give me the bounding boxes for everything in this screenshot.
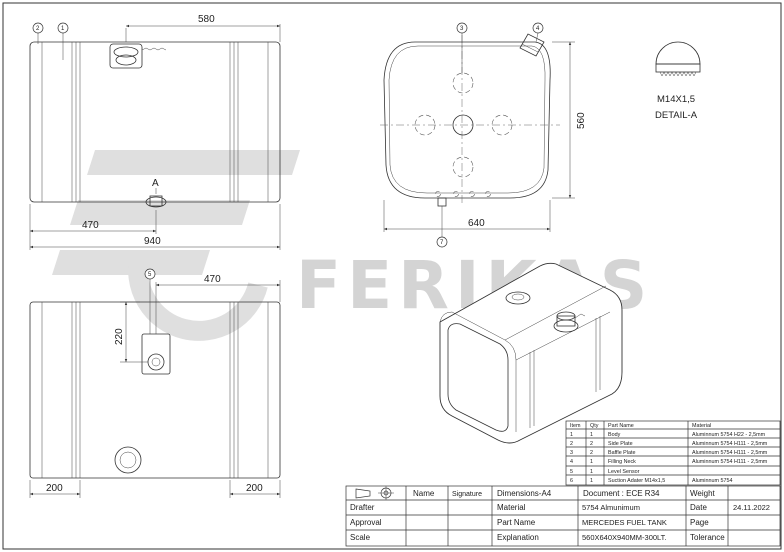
dim-940: 940: [30, 204, 281, 250]
side-filling-neck: [519, 33, 545, 57]
projection-symbol: [355, 486, 394, 500]
tb-approval-label: Approval: [350, 518, 382, 527]
tb-material-label: Material: [497, 503, 526, 512]
svg-text:220: 220: [114, 328, 125, 345]
dim-470-front: 470: [29, 204, 157, 250]
balloon-2: 2: [32, 22, 44, 44]
balloon-1: 1: [57, 22, 69, 60]
bottom-view: 5 470 220 200 200: [29, 268, 281, 498]
svg-text:7: 7: [440, 240, 444, 246]
parts-table-cell: Body: [608, 432, 621, 438]
balloon-5: 5: [144, 268, 156, 334]
svg-text:5: 5: [148, 272, 152, 278]
dim-560: 560: [552, 41, 587, 199]
bottom-filling-neck: [114, 446, 142, 474]
parts-table-cell: 1: [590, 469, 593, 475]
side-view: 3 4 7 560 640: [380, 22, 587, 248]
parts-table-cell: 1: [590, 432, 593, 438]
detail-a: M14X1,5 DETAIL-A: [655, 41, 701, 121]
tb-dimensions-label: Dimensions-A4: [497, 489, 552, 498]
tb-col-signature: Signature: [452, 491, 482, 498]
svg-text:200: 200: [246, 483, 263, 494]
dim-200-left: 200: [29, 480, 81, 498]
tb-part-name-value: MERCEDES FUEL TANK: [582, 518, 667, 527]
parts-table-cell: Aluminnum 5754 H111 - 2,5mm: [692, 450, 768, 456]
parts-table-cell: 2: [590, 441, 593, 447]
detail-thread: M14X1,5: [657, 94, 695, 105]
parts-table-cell: 2: [590, 450, 593, 456]
svg-text:640: 640: [468, 218, 485, 229]
parts-table-cell: 1: [590, 459, 593, 465]
parts-table-cell: Filling Neck: [608, 459, 636, 465]
svg-text:580: 580: [198, 14, 215, 25]
tb-explanation-label: Explanation: [497, 533, 539, 542]
balloon-3: 3: [456, 22, 468, 73]
tb-explanation-value: 560X640X940MM-300LT.: [582, 533, 667, 542]
parts-table-cell: Baffle Plate: [608, 450, 635, 456]
tb-tolerance-label: Tolerance: [690, 533, 725, 542]
parts-table-cell: Level Sensor: [608, 469, 640, 475]
detail-label: DETAIL-A: [655, 110, 698, 121]
parts-table-cell: 3: [570, 450, 573, 456]
parts-table-cell: Suction Adater M14x1,5: [608, 478, 665, 484]
dim-470-bottom: 470: [155, 274, 281, 334]
dim-220: 220: [114, 301, 148, 363]
parts-table-cell: Aluminnum 5754 H22 - 2,5mm: [692, 432, 766, 438]
svg-text:2: 2: [36, 26, 40, 32]
parts-table-cell: Aluminnum 5754: [692, 478, 732, 484]
iso-filling-neck: [553, 311, 586, 333]
svg-text:4: 4: [536, 26, 540, 32]
tb-date-value: 24.11.2022: [733, 503, 770, 512]
dim-640: 640: [383, 200, 551, 232]
tb-material-value: 5754 Almunimum: [582, 503, 640, 512]
svg-text:470: 470: [82, 220, 99, 231]
front-filling-neck: [109, 43, 167, 69]
iso-sensor-fitting: [505, 291, 531, 305]
balloon-4: 4: [532, 22, 544, 43]
tb-scale-label: Scale: [350, 533, 371, 542]
tb-part-name-label: Part Name: [497, 518, 536, 527]
parts-table-cell: Side Plate: [608, 441, 633, 447]
tb-col-name: Name: [413, 489, 435, 498]
watermark-logo: [52, 150, 300, 341]
parts-table-header: Item: [570, 423, 581, 429]
parts-table-header: Qty: [590, 423, 599, 429]
svg-text:1: 1: [61, 26, 65, 32]
tb-date-label: Date: [690, 503, 707, 512]
front-suction-adapter: [145, 195, 167, 208]
parts-table-header: Material: [692, 423, 711, 429]
parts-table-cell: 2: [570, 441, 573, 447]
detail-ref-letter: A: [152, 178, 159, 189]
svg-text:3: 3: [460, 26, 464, 32]
balloon-7: 7: [436, 206, 448, 248]
parts-table-cell: Aluminnum 5754 H111 - 2,5mm: [692, 459, 768, 465]
svg-text:560: 560: [576, 112, 587, 129]
parts-table-cell: Aluminnum 5754 H111 - 2,5mm: [692, 441, 768, 447]
dim-200-right: 200: [229, 480, 281, 498]
parts-table-cell: 1: [590, 478, 593, 484]
bottom-level-sensor: [141, 333, 171, 375]
parts-table-cell: 5: [570, 469, 573, 475]
parts-table-cell: 6: [570, 478, 573, 484]
tb-drafter-label: Drafter: [350, 503, 375, 512]
parts-table-cell: 4: [570, 459, 573, 465]
front-view: A 2 1 580 470 94: [29, 14, 281, 250]
tb-weight-label: Weight: [690, 489, 716, 498]
parts-table-cell: 1: [570, 432, 573, 438]
svg-text:940: 940: [144, 236, 161, 247]
tb-page-label: Page: [690, 518, 709, 527]
dim-580: 580: [125, 14, 281, 42]
title-block: Name Signature Dimensions-A4 Document : …: [345, 485, 781, 547]
isometric-view: [439, 262, 623, 444]
svg-text:470: 470: [204, 274, 221, 285]
tb-document-label: Document : ECE R34: [583, 489, 660, 498]
svg-text:200: 200: [46, 483, 63, 494]
parts-table-header: Part Name: [608, 423, 634, 429]
